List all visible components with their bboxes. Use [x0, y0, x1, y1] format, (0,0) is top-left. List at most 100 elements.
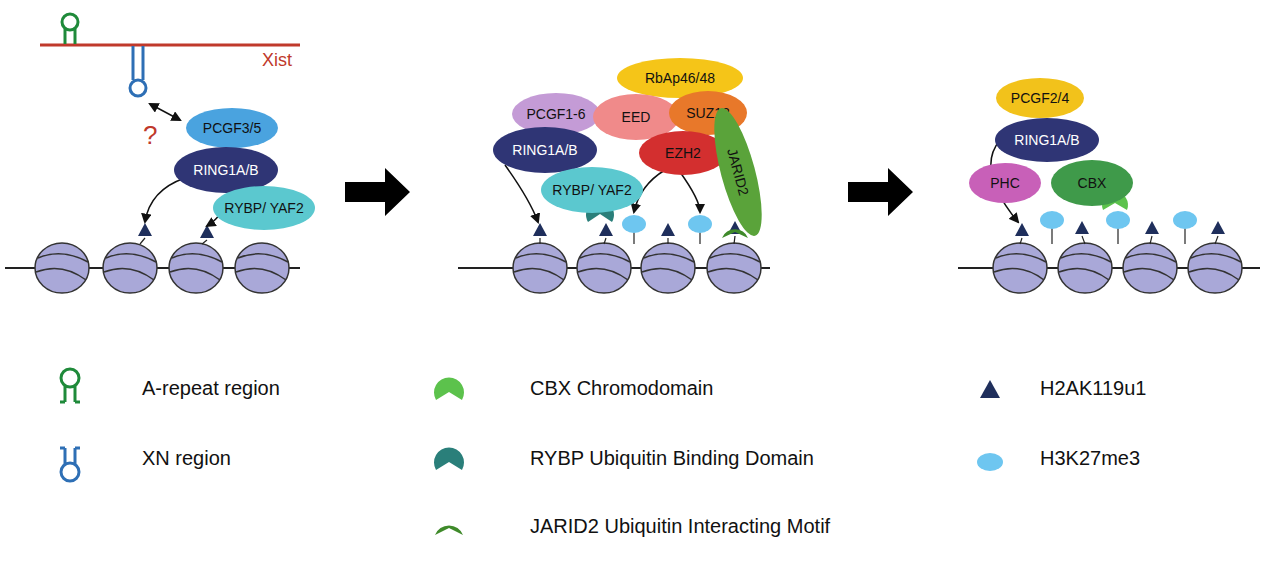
subunit-label: EED — [622, 109, 651, 125]
mark-stem — [202, 240, 207, 244]
nucleosome — [707, 243, 761, 293]
mark-stem — [1215, 236, 1218, 244]
legend-ubd-icon — [434, 448, 464, 470]
dna-wrap — [578, 268, 628, 280]
subunit-label: RYBP/ YAF2 — [552, 182, 631, 198]
mark-stem — [1051, 228, 1052, 244]
h2ak119u1-mark — [1075, 221, 1089, 234]
legend-xn-icon — [60, 448, 80, 481]
histone-core — [1188, 243, 1242, 293]
nucleosome — [103, 243, 157, 293]
histone-core — [513, 243, 567, 293]
histone-core — [169, 243, 223, 293]
h2ak119u1-mark — [599, 223, 613, 236]
h3k27me3-mark — [1106, 211, 1130, 229]
dna-wrap — [236, 268, 286, 280]
legend-triangle — [980, 380, 1000, 398]
protein-subunit: PCGF2/4 — [996, 78, 1084, 118]
h2ak119u1-mark — [200, 225, 214, 238]
histone-core — [35, 243, 89, 293]
dna-wrap — [106, 254, 156, 262]
subunit-label: RING1A/B — [1014, 132, 1079, 148]
dna-wrap — [1124, 268, 1174, 280]
dna-wrap — [1061, 254, 1111, 262]
mark-stem — [1184, 228, 1185, 244]
dna-wrap — [1059, 268, 1109, 280]
subunit-label: RbAp46/48 — [645, 70, 715, 86]
protein-subunit: RING1A/B — [995, 118, 1099, 162]
mark-stem — [699, 232, 700, 244]
histone-core — [707, 243, 761, 293]
mark-stem — [1020, 238, 1022, 244]
mark-stem — [539, 238, 540, 244]
nucleosome — [35, 243, 89, 293]
interaction-arrow — [150, 104, 180, 120]
histone-core — [993, 243, 1047, 293]
histone-core — [1123, 243, 1177, 293]
nucleosome — [577, 243, 631, 293]
dna-wrap — [708, 268, 758, 280]
legend-text: H2AK119u1 — [1040, 377, 1146, 400]
subunit-label: RING1A/B — [193, 162, 258, 178]
h3k27me3-mark — [1040, 211, 1064, 229]
mark-stem — [667, 238, 668, 244]
subunit-label: PHC — [990, 175, 1020, 191]
dna-wrap — [1126, 254, 1176, 262]
dna-wrap — [580, 254, 630, 262]
rna-name: Xist — [262, 50, 292, 71]
nucleosome — [1188, 243, 1242, 293]
subunit-label: RYBP/ YAF2 — [224, 200, 303, 216]
step-arrow — [848, 168, 913, 216]
protein-subunit: CBX — [1051, 160, 1133, 206]
legend-text: JARID2 Ubiquitin Interacting Motif — [530, 515, 830, 538]
subunit-label: RING1A/B — [512, 142, 577, 158]
subunit-label: JARID2 — [724, 147, 752, 198]
legend-text: RYBP Ubiquitin Binding Domain — [530, 447, 814, 470]
xist-rna — [40, 44, 300, 47]
h3k27me3-mark — [1173, 211, 1197, 229]
h2ak119u1-mark — [138, 223, 152, 236]
h3k27me3-mark — [688, 215, 712, 233]
legend-chromodomain-icon — [434, 378, 464, 400]
h2ak119u1-mark — [1015, 223, 1029, 236]
dna-wrap — [104, 268, 154, 280]
subunit-label: CBX — [1078, 175, 1107, 191]
h2ak119u1-mark — [533, 223, 547, 236]
dna-wrap — [996, 254, 1046, 262]
subunit-label: PCGF1-6 — [526, 106, 585, 122]
legend-text: H3K27me3 — [1040, 447, 1140, 470]
dna-wrap — [36, 268, 86, 280]
dna-wrap — [38, 254, 88, 262]
mark-stem — [140, 238, 145, 244]
jarid2-uim — [722, 229, 748, 238]
dna-wrap — [994, 268, 1044, 280]
dna-wrap — [1189, 268, 1239, 280]
histone-core — [103, 243, 157, 293]
dna-wrap — [516, 254, 566, 262]
protein-subunit: RYBP/ YAF2 — [213, 186, 315, 230]
h2ak119u1-mark — [1211, 221, 1225, 234]
legend-text: CBX Chromodomain — [530, 377, 713, 400]
question-mark: ? — [143, 120, 157, 151]
histone-core — [577, 243, 631, 293]
mark-stem — [1082, 236, 1085, 244]
xn-hairpin — [130, 46, 146, 96]
dna-wrap — [644, 254, 694, 262]
a-repeat-hairpin — [62, 14, 78, 44]
legend-text: A-repeat region — [142, 377, 280, 400]
histone-core — [1058, 243, 1112, 293]
subunit-label: PCGF2/4 — [1011, 90, 1069, 106]
legend-a-repeat-icon — [60, 369, 80, 402]
nucleosome — [513, 243, 567, 293]
dna-wrap — [172, 254, 222, 262]
nucleosome — [235, 243, 289, 293]
legend-uim-icon — [435, 525, 463, 535]
nucleosome — [993, 243, 1047, 293]
protein-subunit: RYBP/ YAF2 — [541, 167, 643, 213]
dna-wrap — [710, 254, 760, 262]
protein-subunit: JARID2 — [704, 104, 771, 240]
legend-text: XN region — [142, 447, 231, 470]
protein-subunit: RING1A/B — [493, 127, 597, 173]
dna-wrap — [642, 268, 692, 280]
